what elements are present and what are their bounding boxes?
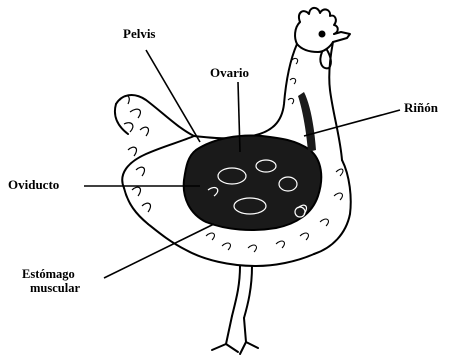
label-rinon: Riñón bbox=[404, 101, 438, 115]
label-oviducto: Oviducto bbox=[8, 178, 59, 192]
pelvis-leader-line bbox=[146, 50, 200, 142]
label-ovario: Ovario bbox=[210, 66, 249, 80]
rinon-leader-line bbox=[304, 110, 400, 136]
internal-organs bbox=[184, 92, 322, 230]
label-estomago-muscular: Estómago muscular bbox=[22, 267, 80, 295]
label-estomago-line1: Estómago bbox=[22, 267, 80, 281]
label-pelvis: Pelvis bbox=[123, 27, 156, 41]
label-estomago-line2: muscular bbox=[22, 281, 80, 295]
